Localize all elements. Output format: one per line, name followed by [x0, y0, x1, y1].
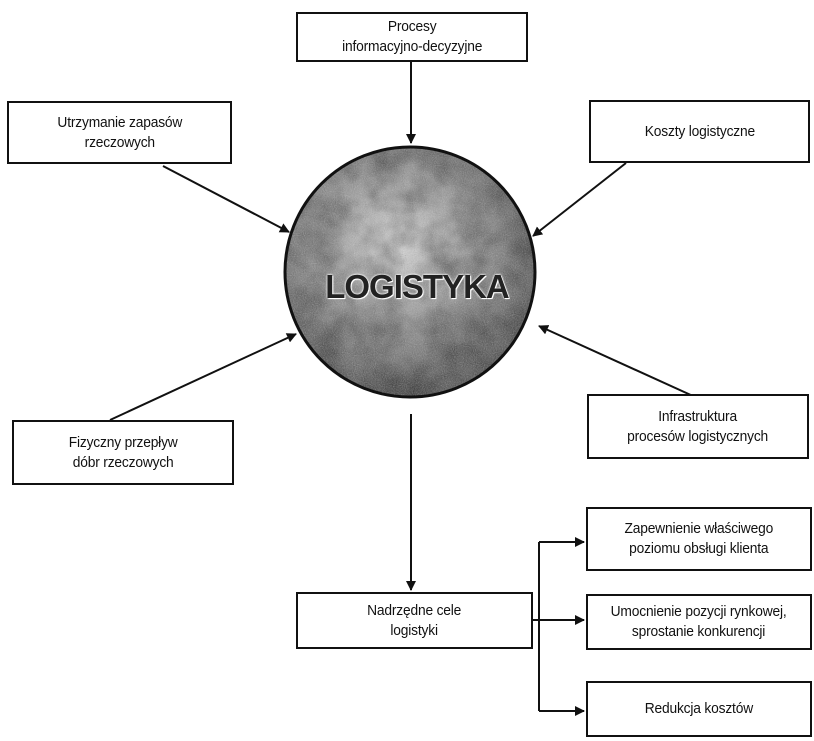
box-label: Utrzymanie zapasów rzeczowych: [57, 113, 182, 151]
arrow-upper-left-in: [162, 165, 290, 233]
goal-item-redukcja-kosztow: Redukcja kosztów: [586, 681, 812, 737]
arrow-lower-left-in: [109, 333, 297, 421]
box-label: Fizyczny przepływ dóbr rzeczowych: [68, 433, 178, 471]
goal-item-label: Zapewnienie właściwego poziomu obsługi k…: [624, 520, 774, 557]
box-label: Procesy informacyjno-decyzyjne: [341, 18, 483, 55]
box-koszty-logistyczne: Koszty logistyczne: [589, 100, 810, 163]
goal-item-obsluga-klienta: Zapewnienie właściwego poziomu obsługi k…: [586, 507, 812, 571]
box-label: Infrastruktura procesów logistycznych: [627, 407, 769, 445]
goal-item-label: Umocnienie pozycji rynkowej, sprostanie …: [611, 603, 787, 640]
arrow-lower-right-in: [538, 325, 694, 397]
goal-item-pozycja-rynkowa: Umocnienie pozycji rynkowej, sprostanie …: [586, 594, 812, 650]
box-nadrzedne-cele: Nadrzędne cele logistyki: [296, 592, 533, 649]
arrow-upper-right-in: [532, 162, 627, 237]
box-label: Koszty logistyczne: [644, 122, 755, 140]
center-label: LOGISTYKA: [325, 268, 510, 305]
box-procesy-informacyjno-decyzyjne: Procesy informacyjno-decyzyjne: [296, 12, 528, 62]
goals-bracket: [533, 537, 585, 716]
logistyka-sphere: [283, 145, 537, 399]
box-label: Nadrzędne cele logistyki: [367, 601, 462, 639]
box-infrastruktura: Infrastruktura procesów logistycznych: [587, 394, 809, 459]
goal-item-label: Redukcja kosztów: [644, 700, 754, 717]
box-fizyczny-przeplyw: Fizyczny przepływ dóbr rzeczowych: [12, 420, 234, 485]
box-utrzymanie-zapasow: Utrzymanie zapasów rzeczowych: [7, 101, 232, 164]
